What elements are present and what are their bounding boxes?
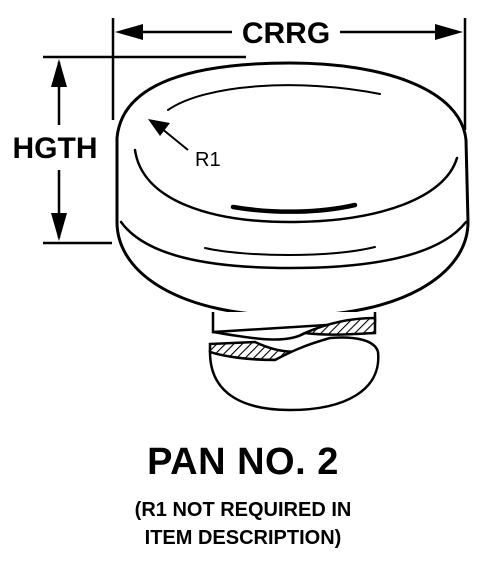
thread-section-upper xyxy=(300,316,377,336)
dome-highlight xyxy=(230,202,358,214)
width-arrowhead-left xyxy=(115,24,143,40)
radius-callout xyxy=(148,119,189,151)
caption-note-line-1: (R1 NOT REQUIRED IN xyxy=(134,499,352,521)
head-outline xyxy=(115,61,470,318)
height-label: HGTH xyxy=(13,132,98,165)
screw-shank xyxy=(208,312,380,412)
width-arrowhead-right xyxy=(435,24,463,40)
caption-title: PAN NO. 2 xyxy=(147,441,339,483)
thread-transition xyxy=(212,330,306,341)
width-label: CRRG xyxy=(242,17,330,50)
height-arrowhead-bottom xyxy=(51,213,67,241)
caption-note-line-2: ITEM DESCRIPTION) xyxy=(144,527,342,549)
height-dimension xyxy=(43,55,246,245)
band-highlight xyxy=(204,246,376,256)
width-dimension xyxy=(111,18,467,130)
radius-label: R1 xyxy=(195,149,221,171)
lower-band-curve xyxy=(119,220,468,270)
top-highlight xyxy=(167,84,381,111)
radius-arrowhead xyxy=(148,119,170,136)
shank-tip xyxy=(208,336,380,412)
screw-head xyxy=(115,61,470,318)
dome-inner-curve xyxy=(133,148,459,224)
height-arrowhead-top xyxy=(51,59,67,87)
radius-leader-line xyxy=(160,127,189,151)
